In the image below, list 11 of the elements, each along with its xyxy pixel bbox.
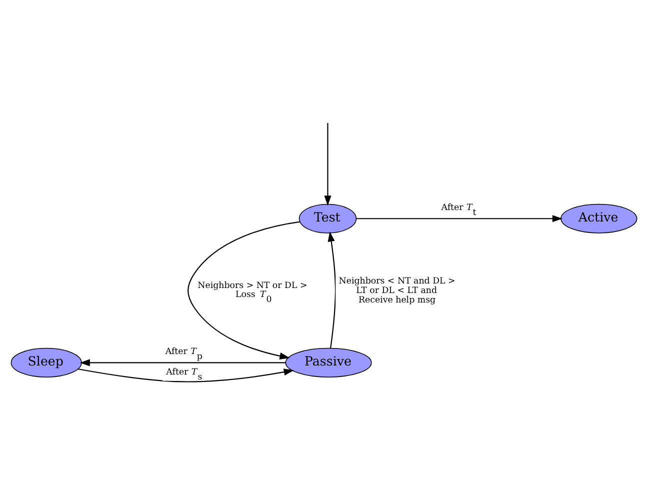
- arrow: [188, 220, 300, 359]
- arrow: [80, 358, 286, 366]
- arrow: [356, 214, 562, 222]
- edge-label: Neighbors < NT and DL > LT or DL < LT and Receive help msg: [338, 276, 456, 305]
- node-ellipse: Active: [560, 203, 638, 233]
- arrow: [328, 230, 336, 348]
- arrow: [78, 368, 294, 382]
- node-ellipse: Test: [298, 203, 357, 233]
- node-ellipse: Sleep: [10, 347, 82, 377]
- arrow: [324, 122, 332, 206]
- node-ellipse: Passive: [285, 347, 372, 377]
